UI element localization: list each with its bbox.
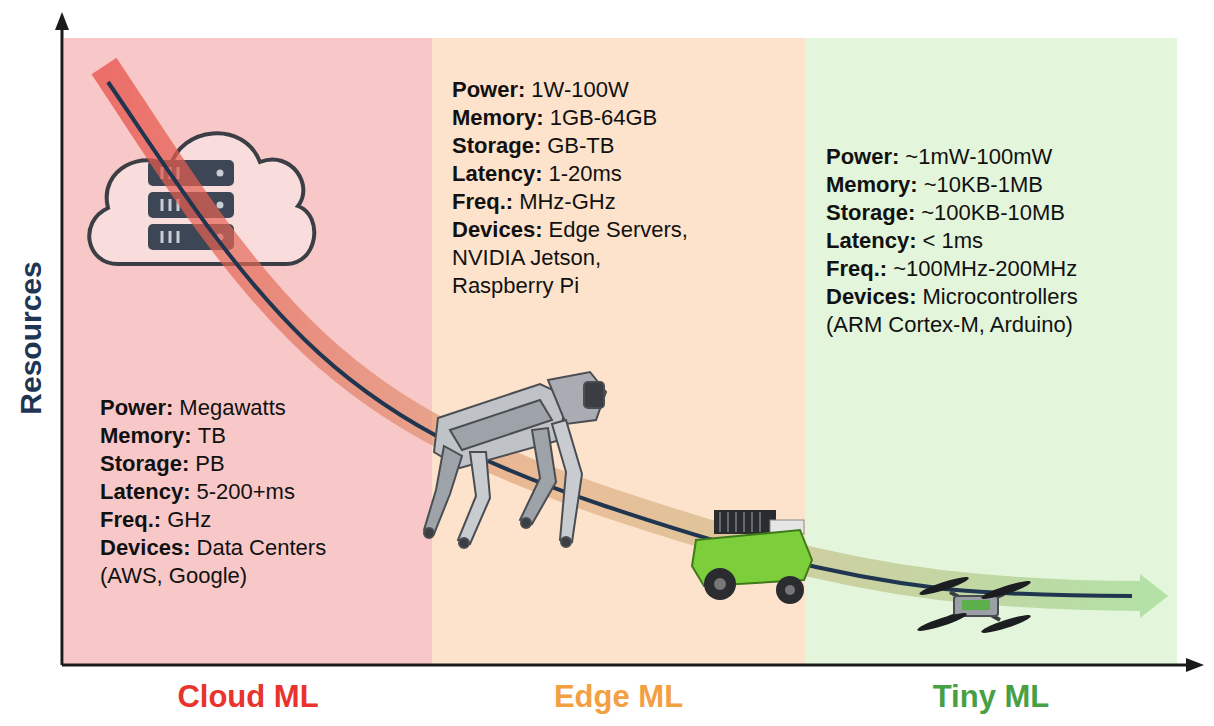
spec-value: PB — [195, 451, 224, 476]
spec-value: 5-200+ms — [196, 479, 294, 504]
spec-key: Memory: — [826, 172, 918, 197]
spec-key: Latency: — [100, 479, 190, 504]
spec-line: Latency:1-20ms — [452, 160, 704, 188]
trend-curve — [104, 66, 1168, 618]
spec-value: 1-20ms — [548, 161, 621, 186]
spec-line: Memory:~10KB-1MB — [826, 171, 1116, 199]
spec-value: GHz — [167, 507, 211, 532]
spec-key: Power: — [100, 395, 173, 420]
spec-line: Freq.:~100MHz-200MHz — [826, 255, 1116, 283]
ml-band: Cloud MLPower:MegawattsMemory:TBStorage:… — [64, 38, 432, 665]
spec-key: Memory: — [452, 105, 544, 130]
robot-car — [692, 510, 812, 604]
spec-value: < 1ms — [922, 228, 983, 253]
spec-list: Power:1W-100WMemory:1GB-64GBStorage:GB-T… — [452, 76, 704, 300]
band-heading: Edge ML — [432, 677, 805, 717]
spec-key: Storage: — [452, 133, 541, 158]
spec-line: Power:1W-100W — [452, 76, 704, 104]
spec-key: Devices: — [826, 284, 917, 309]
spec-key: Storage: — [826, 200, 915, 225]
spec-value: Megawatts — [179, 395, 285, 420]
spec-line: Freq.:MHz-GHz — [452, 188, 704, 216]
cloud-server-icon — [89, 133, 314, 264]
band-heading: Tiny ML — [805, 677, 1177, 717]
ml-band: Tiny MLPower:~1mW-100mWMemory:~10KB-1MBS… — [805, 38, 1177, 665]
spec-value: ~10KB-1MB — [924, 172, 1043, 197]
spec-line: Storage:~100KB-10MB — [826, 199, 1116, 227]
spec-line: Power:~1mW-100mW — [826, 143, 1116, 171]
spec-line: Freq.:GHz — [100, 506, 390, 534]
spec-value: ~100MHz-200MHz — [893, 256, 1077, 281]
spec-value: ~100KB-10MB — [921, 200, 1065, 225]
spec-line: Storage:GB-TB — [452, 132, 704, 160]
robot-dog — [424, 372, 606, 548]
spec-line: Devices:Microcontrollers (ARM Cortex-M, … — [826, 283, 1116, 339]
spec-line: Memory:1GB-64GB — [452, 104, 704, 132]
spec-value: 1GB-64GB — [550, 105, 658, 130]
spec-key: Freq.: — [100, 507, 161, 532]
spec-key: Devices: — [100, 535, 191, 560]
spec-list: Power:MegawattsMemory:TBStorage:PBLatenc… — [100, 394, 390, 590]
spec-value: ~1mW-100mW — [905, 144, 1052, 169]
spec-value: 1W-100W — [531, 77, 628, 102]
spec-value: TB — [198, 423, 226, 448]
spec-key: Freq.: — [452, 189, 513, 214]
spec-key: Memory: — [100, 423, 192, 448]
spec-value: MHz-GHz — [519, 189, 616, 214]
spec-key: Freq.: — [826, 256, 887, 281]
spec-line: Devices:Data Centers (AWS, Google) — [100, 534, 390, 590]
ml-band: Edge MLPower:1W-100WMemory:1GB-64GBStora… — [432, 38, 805, 665]
spec-line: Devices:Edge Servers, NVIDIA Jetson, Ras… — [452, 216, 704, 300]
spec-value: GB-TB — [547, 133, 614, 158]
spec-line: Latency:5-200+ms — [100, 478, 390, 506]
spec-list: Power:~1mW-100mWMemory:~10KB-1MBStorage:… — [826, 143, 1116, 339]
spec-key: Storage: — [100, 451, 189, 476]
spec-key: Power: — [826, 144, 899, 169]
spec-line: Latency:< 1ms — [826, 227, 1116, 255]
drone — [916, 574, 1032, 636]
band-heading: Cloud ML — [64, 677, 432, 717]
spec-line: Storage:PB — [100, 450, 390, 478]
spec-line: Power:Megawatts — [100, 394, 390, 422]
axis-label: Resources — [13, 261, 47, 414]
spec-key: Devices: — [452, 217, 543, 242]
spec-key: Latency: — [452, 161, 542, 186]
spec-key: Latency: — [826, 228, 916, 253]
spec-key: Power: — [452, 77, 525, 102]
spec-line: Memory:TB — [100, 422, 390, 450]
axes — [55, 12, 1204, 672]
